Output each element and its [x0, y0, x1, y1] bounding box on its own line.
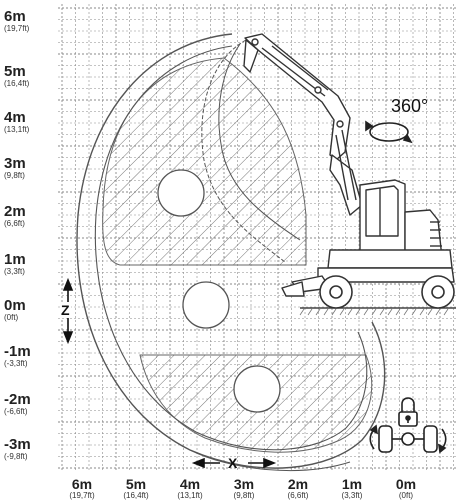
x-tick-label: 6m(19,7ft)	[69, 476, 95, 500]
x-tick-label: 3m(9,8ft)	[233, 476, 255, 500]
y-tick-label: 0m(0ft)	[4, 297, 26, 322]
x-tick-label: 4m(13,1ft)	[177, 476, 203, 500]
rotation-label: 360°	[391, 96, 429, 116]
x-tick-label: 2m(6,6ft)	[287, 476, 309, 500]
excavator-arm	[243, 33, 363, 216]
x-axis-label: X	[228, 455, 238, 471]
excavator-body	[281, 179, 455, 297]
y-tick-label: -2m(-6,6ft)	[4, 391, 31, 416]
excavator-wheels	[319, 275, 455, 309]
y-tick-label: 4m(13,1ft)	[4, 109, 30, 134]
x-axis-arrow	[191, 457, 277, 469]
y-tick-label: 5m(16,4ft)	[4, 63, 30, 88]
reference-circles	[157, 169, 281, 413]
rotation-arrow-icon	[365, 120, 413, 144]
x-tick-label: 0m(0ft)	[395, 476, 417, 500]
x-tick-label: 5m(16,4ft)	[123, 476, 149, 500]
reach-envelope	[76, 33, 386, 471]
y-tick-label: -1m(-3,3ft)	[4, 343, 31, 368]
x-tick-label: 1m(3,3ft)	[341, 476, 363, 500]
z-axis-label: Z	[60, 302, 71, 318]
axle-oscillation-icon	[369, 424, 447, 454]
padlock-icon	[398, 397, 418, 427]
y-tick-label: 6m(19,7ft)	[4, 8, 30, 33]
y-tick-label: 3m(9,8ft)	[4, 155, 26, 180]
y-tick-label: 2m(6,6ft)	[4, 203, 26, 228]
y-tick-label: 1m(3,3ft)	[4, 251, 26, 276]
y-tick-label: -3m(-9,8ft)	[4, 436, 31, 461]
ground-line	[299, 307, 456, 316]
